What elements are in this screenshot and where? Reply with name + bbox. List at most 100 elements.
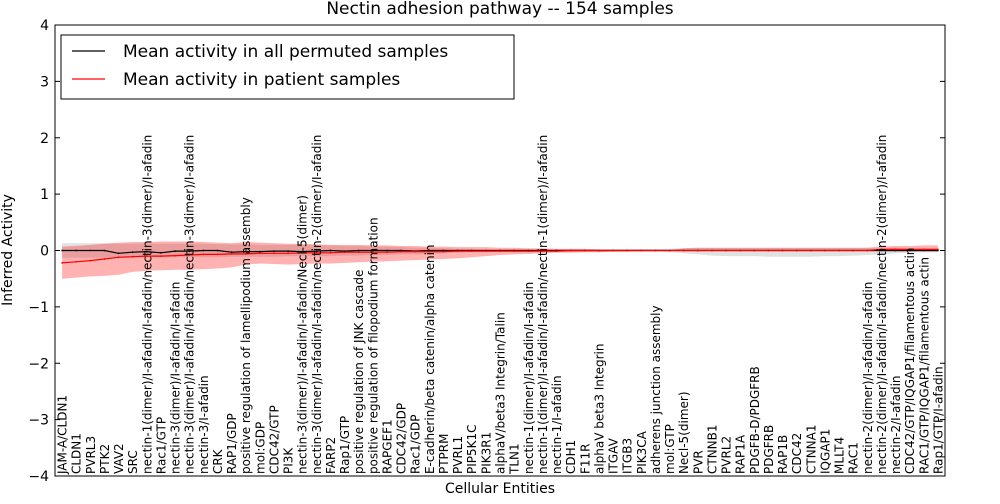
point-series-1-10 — [202, 253, 205, 256]
y-tick-label: 2 — [40, 131, 49, 147]
x-tick-label: RAP1/GDP — [225, 413, 239, 474]
point-series-0-1 — [75, 249, 78, 252]
point-series-1-17 — [301, 251, 304, 254]
point-series-1-7 — [160, 255, 162, 257]
x-tick-label: nectin-3(dimer)/I-afadin/I-afadin — [169, 282, 183, 474]
x-tick-label: RAC1 — [847, 442, 861, 474]
x-tick-label: positive regulation of filopodium format… — [366, 217, 380, 474]
point-series-1-33 — [527, 250, 530, 253]
point-series-0-4 — [117, 252, 120, 255]
x-tick-label: nectin-1(dimer)/I-afadin/I-afadin/nectin… — [140, 135, 154, 474]
point-series-1-32 — [513, 250, 515, 253]
point-series-1-53 — [809, 249, 812, 252]
point-series-1-15 — [273, 252, 275, 255]
point-series-1-46 — [711, 249, 713, 252]
point-series-1-0 — [61, 262, 63, 264]
x-tick-label: nectin-1(dimer)/I-afadin/I-afadin/nectin… — [536, 135, 550, 474]
x-tick-label: CTNNA1 — [804, 424, 818, 474]
x-tick-label: RAP1A — [734, 434, 748, 474]
point-series-0-12 — [230, 251, 233, 254]
point-series-1-28 — [456, 250, 459, 253]
point-series-1-29 — [470, 250, 473, 253]
y-tick-label: −4 — [28, 469, 49, 485]
point-series-1-1 — [75, 260, 78, 263]
point-series-1-62 — [937, 248, 939, 251]
point-series-0-5 — [131, 251, 134, 254]
point-series-0-15 — [273, 250, 275, 253]
point-series-0-9 — [188, 250, 191, 253]
x-tick-label: ITGB3 — [621, 438, 635, 474]
x-tick-label: positive regulation of JNK cascade — [352, 270, 366, 474]
point-series-1-56 — [852, 249, 855, 252]
point-series-1-26 — [428, 250, 431, 253]
point-series-1-57 — [866, 249, 869, 252]
x-tick-label: FARP2 — [324, 437, 338, 474]
y-tick-label: 1 — [40, 187, 49, 203]
x-tick-label: nectin-3/I-afadin — [197, 375, 211, 474]
x-tick-label: CDC42/GDP — [395, 403, 409, 474]
x-tick-label: Rap1/GTP/I-afadin — [931, 366, 945, 474]
x-tick-label: nectin-3(dimer)/I-afadin/I-afadin/nectin… — [310, 135, 324, 474]
point-series-0-3 — [103, 249, 106, 252]
x-tick-label: nectin-1(dimer)/I-afadin/I-afadin — [522, 282, 536, 474]
point-series-1-30 — [485, 250, 487, 253]
x-tick-label: PDGFRB — [762, 425, 776, 474]
series-lines — [61, 248, 939, 264]
y-axis-label: Inferred Activity — [0, 194, 16, 306]
x-tick-label: mol:GTP — [663, 424, 677, 474]
x-tick-label: PI3K — [282, 447, 296, 474]
y-tick-label: 3 — [40, 74, 49, 90]
point-series-1-39 — [612, 249, 614, 252]
point-series-1-6 — [145, 255, 148, 257]
x-tick-label: VAV2 — [112, 443, 126, 474]
point-series-1-12 — [230, 253, 233, 255]
point-series-0-21 — [357, 249, 360, 252]
point-series-1-31 — [499, 250, 501, 253]
legend: Mean activity in all permuted samples Me… — [60, 34, 515, 100]
point-series-1-25 — [414, 250, 417, 253]
x-tick-label: CDH1 — [564, 440, 578, 474]
legend-label-permuted: Mean activity in all permuted samples — [123, 42, 448, 62]
x-tick-label: Necl-5(dimer) — [677, 391, 691, 474]
x-tick-label: TLN1 — [508, 443, 522, 475]
point-series-1-9 — [188, 254, 191, 256]
x-tick-label: Rac1/GTP — [155, 417, 169, 474]
point-series-0-19 — [329, 249, 332, 252]
point-series-1-43 — [668, 249, 671, 252]
point-series-1-45 — [696, 249, 699, 252]
x-tick-label: PTPRM — [437, 434, 451, 475]
point-series-1-38 — [598, 249, 600, 252]
point-series-1-27 — [442, 250, 445, 253]
point-series-1-51 — [781, 249, 784, 252]
point-series-1-42 — [654, 249, 657, 252]
x-tick-label: RAC1/GTP/IQGAP1/filamentous actin — [917, 257, 931, 474]
point-series-0-10 — [202, 249, 205, 252]
y-tick-label: −1 — [28, 300, 49, 316]
x-tick-label: PVR — [691, 450, 705, 474]
point-series-1-50 — [767, 249, 770, 252]
x-tick-label: Rac1/GDP — [409, 414, 423, 473]
x-tick-label: IQGAP1 — [818, 429, 832, 474]
point-series-1-60 — [908, 248, 911, 251]
x-tick-label: PDGFB-D/PDGFRB — [748, 366, 762, 474]
x-tick-label: MLLT4 — [833, 437, 847, 474]
x-tick-label: PIK3CA — [635, 430, 649, 474]
x-tick-label: CRK — [211, 448, 225, 474]
chart-title: Nectin adhesion pathway -- 154 samples — [326, 0, 673, 19]
x-tick-label: nectin-3(dimer)/I-afadin/I-afadin/Necl-5… — [296, 195, 310, 474]
x-tick-label: CDC42 — [790, 433, 804, 474]
point-series-1-58 — [880, 248, 883, 251]
point-series-1-44 — [682, 249, 685, 252]
point-series-1-14 — [258, 252, 261, 255]
x-tick-label: CTNNB1 — [705, 424, 719, 474]
point-series-1-13 — [244, 253, 247, 255]
point-series-1-48 — [739, 249, 742, 252]
point-series-1-11 — [216, 253, 219, 256]
point-series-1-22 — [372, 251, 374, 254]
x-tick-label: E-cadherin/beta catenin/alpha catenin — [423, 244, 437, 474]
y-tick-label: 0 — [40, 244, 49, 260]
x-tick-label: nectin-1/I-afadin — [550, 375, 564, 474]
